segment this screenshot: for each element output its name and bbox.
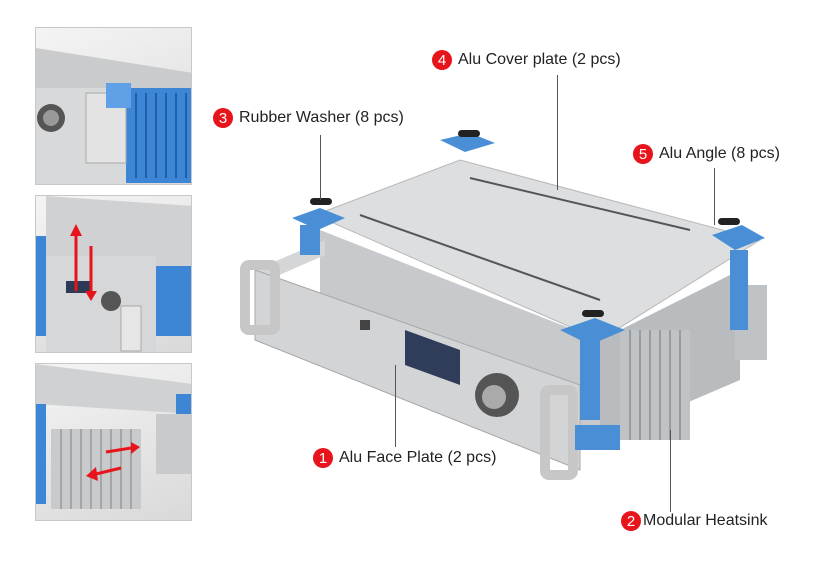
detail-thumbnail-cover <box>35 195 192 353</box>
callout-number: 2 <box>621 511 641 531</box>
callout-number: 3 <box>213 108 233 128</box>
modular-heatsink <box>620 330 690 440</box>
cover-vent-slots <box>359 177 691 301</box>
face-plate-handle-right <box>540 385 578 480</box>
face-plate-handle-left <box>240 260 280 335</box>
callout-number: 4 <box>432 50 452 70</box>
cover-detail-illustration <box>36 196 191 352</box>
rubber-washers <box>310 130 740 317</box>
leader-line-3 <box>320 135 321 200</box>
alu-angles <box>292 133 765 450</box>
leader-line-5 <box>714 168 715 225</box>
detail-thumbnail-heatsink <box>35 363 192 521</box>
leader-line-4 <box>557 75 558 190</box>
display-window <box>405 330 460 385</box>
callout-number: 1 <box>313 448 333 468</box>
angle-detail-illustration <box>36 48 191 184</box>
heatsink-detail-illustration <box>36 364 191 509</box>
detail-thumbnail-angle <box>35 27 192 185</box>
leader-line-1 <box>395 365 396 447</box>
alu-face-plate <box>254 269 581 471</box>
callout-number: 5 <box>633 144 653 164</box>
leader-line-2 <box>670 430 671 512</box>
